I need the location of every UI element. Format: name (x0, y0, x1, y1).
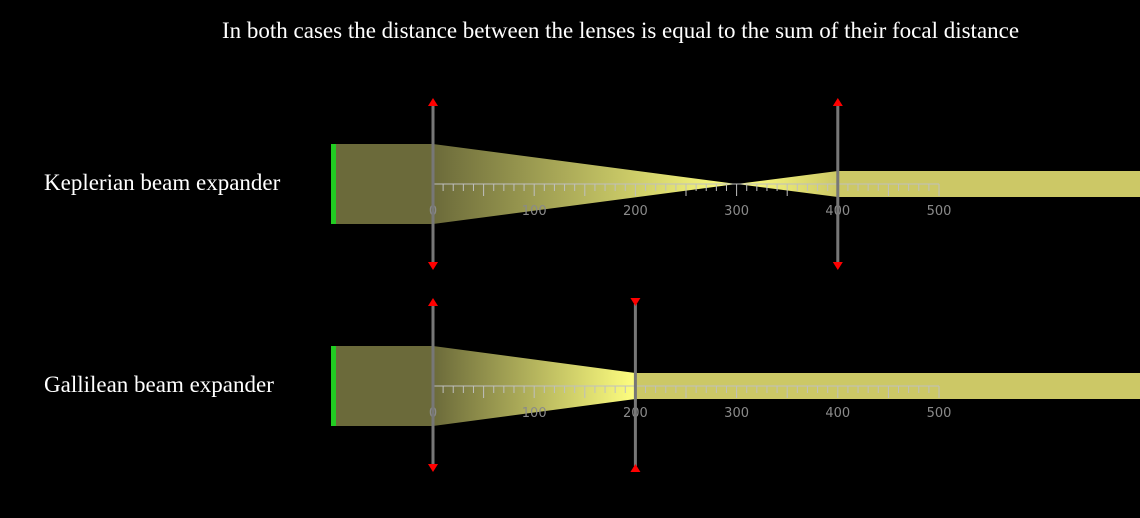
page-title: In both cases the distance between the l… (222, 18, 1020, 43)
galilean-label: Gallilean beam expander (44, 372, 274, 397)
ruler-tick-label: 400 (825, 406, 850, 421)
ruler-tick-label: 500 (927, 204, 952, 219)
input-beam (335, 144, 433, 224)
keplerian-label: Keplerian beam expander (44, 170, 281, 195)
lens-2-bottom-arrow (832, 262, 843, 270)
lens-2-top-arrow (630, 298, 641, 306)
lens-1-top-arrow (428, 298, 438, 306)
lens-1-bottom-arrow (428, 464, 438, 472)
lens-2-bottom-arrow (630, 464, 641, 472)
ruler-tick-label: 300 (724, 406, 749, 421)
beam-source (331, 346, 336, 426)
ruler-tick-label: 500 (927, 406, 952, 421)
galilean-diagram: 0100200300400500 (331, 298, 1140, 472)
lens-1-bottom-arrow (428, 262, 438, 270)
beam-source (331, 144, 336, 224)
ruler-tick-label: 300 (724, 204, 749, 219)
ruler-tick-label: 100 (522, 204, 547, 219)
ruler-tick-label: 100 (522, 406, 547, 421)
input-beam (335, 346, 433, 426)
keplerian-diagram: 0100200300400500 (331, 98, 1140, 270)
ruler-tick-label: 200 (623, 204, 648, 219)
lens-2-top-arrow (832, 98, 843, 106)
lens-1-top-arrow (428, 98, 438, 106)
